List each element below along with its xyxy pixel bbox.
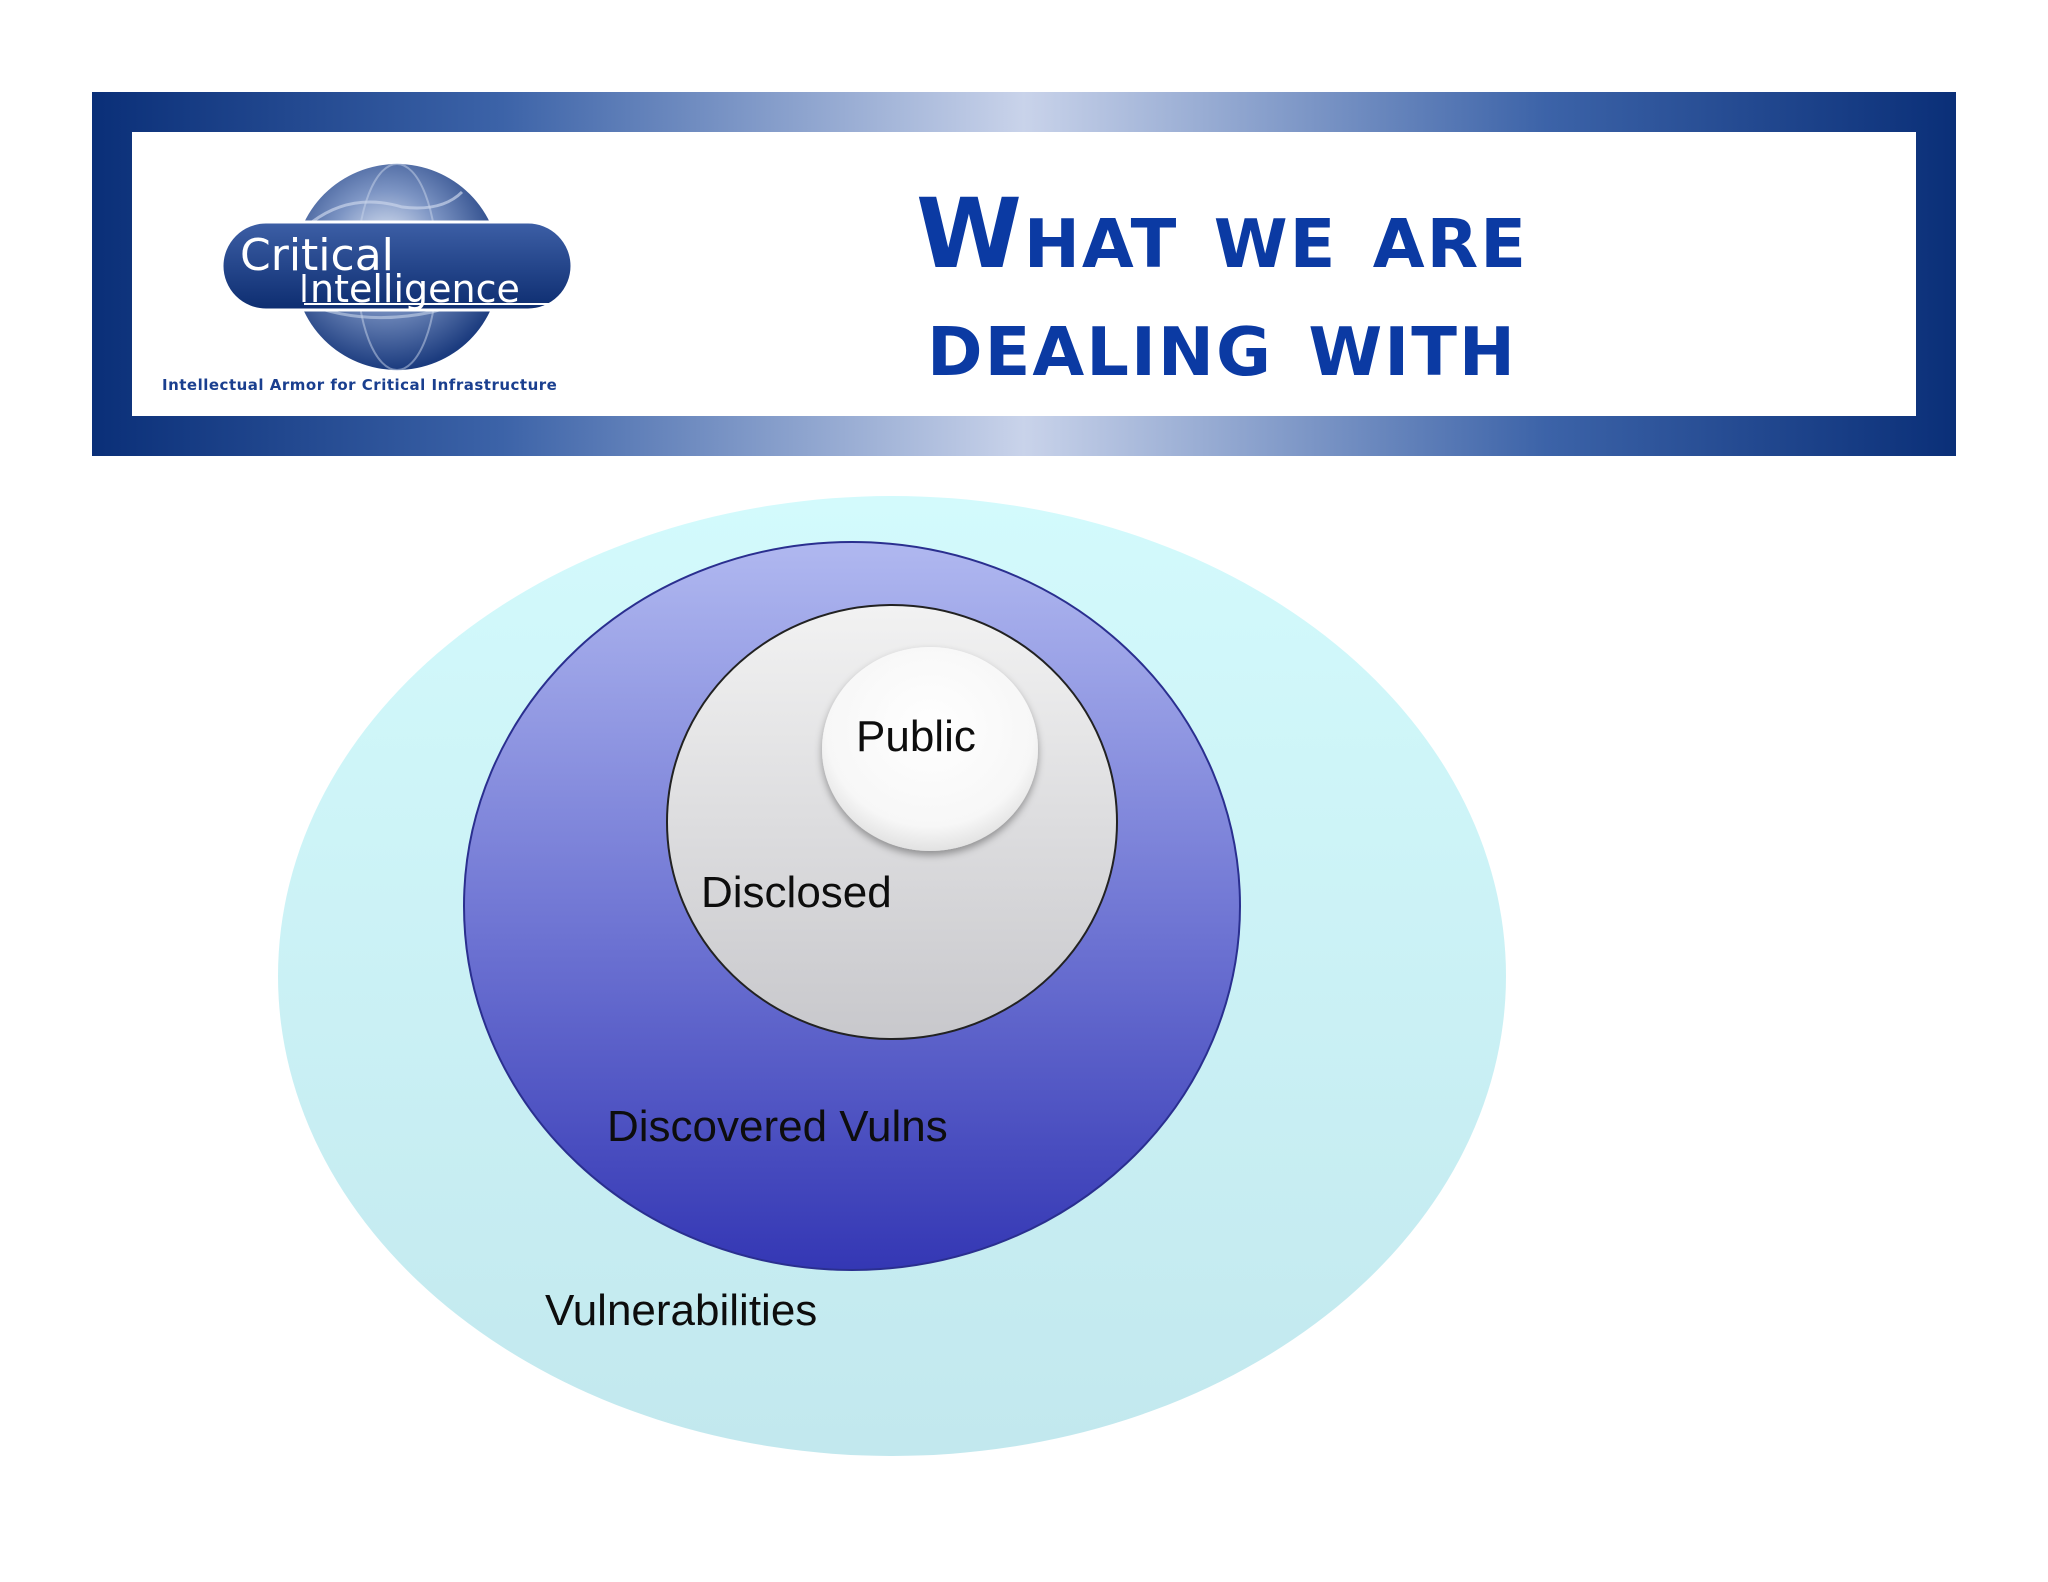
ring-vulnerabilities (278, 496, 1506, 1456)
tagline: Intellectual Armor for Critical Infrastr… (162, 376, 558, 394)
label-discovered-vulns: Discovered Vulns (607, 1102, 948, 1151)
header-panel: Critical ntelligence Intellectual Armor … (132, 132, 1916, 416)
label-public: Public (856, 712, 976, 761)
title-line-2: dealing with (927, 286, 1517, 398)
globe-icon: Critical ntelligence (220, 163, 574, 371)
ring-disclosed (666, 604, 1118, 1040)
logo-text-top: Critical (240, 230, 394, 281)
label-disclosed: Disclosed (701, 868, 892, 917)
header-banner: Critical ntelligence Intellectual Armor … (92, 92, 1956, 456)
company-logo: Critical ntelligence (192, 152, 622, 402)
label-vulnerabilities: Vulnerabilities (545, 1286, 818, 1335)
page-title: What we are dealing with (722, 180, 1722, 396)
title-line-1: What we are (915, 178, 1529, 290)
